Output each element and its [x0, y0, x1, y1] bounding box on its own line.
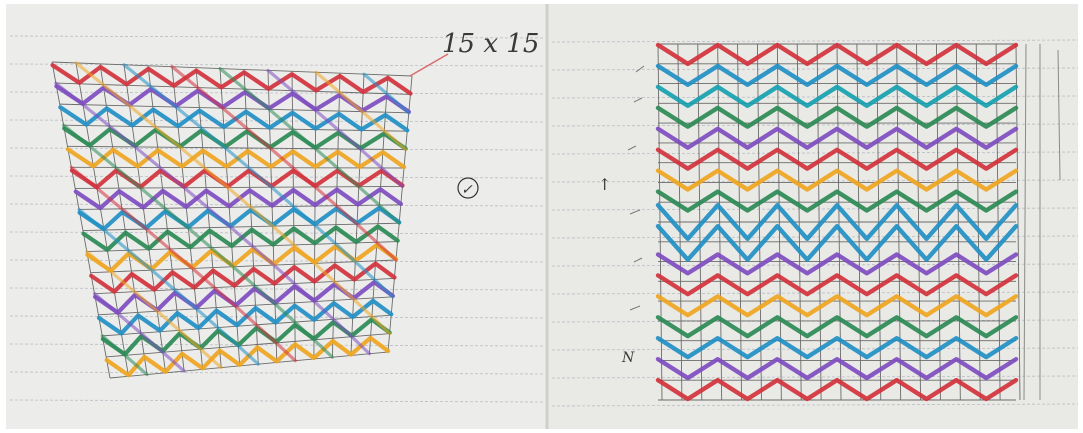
margin-tally: N — [621, 350, 635, 366]
grid-size-annotation: 15 x 15 — [442, 29, 539, 59]
check-mark: ✓ — [461, 182, 473, 198]
margin-arrow: ↑ — [598, 175, 611, 194]
